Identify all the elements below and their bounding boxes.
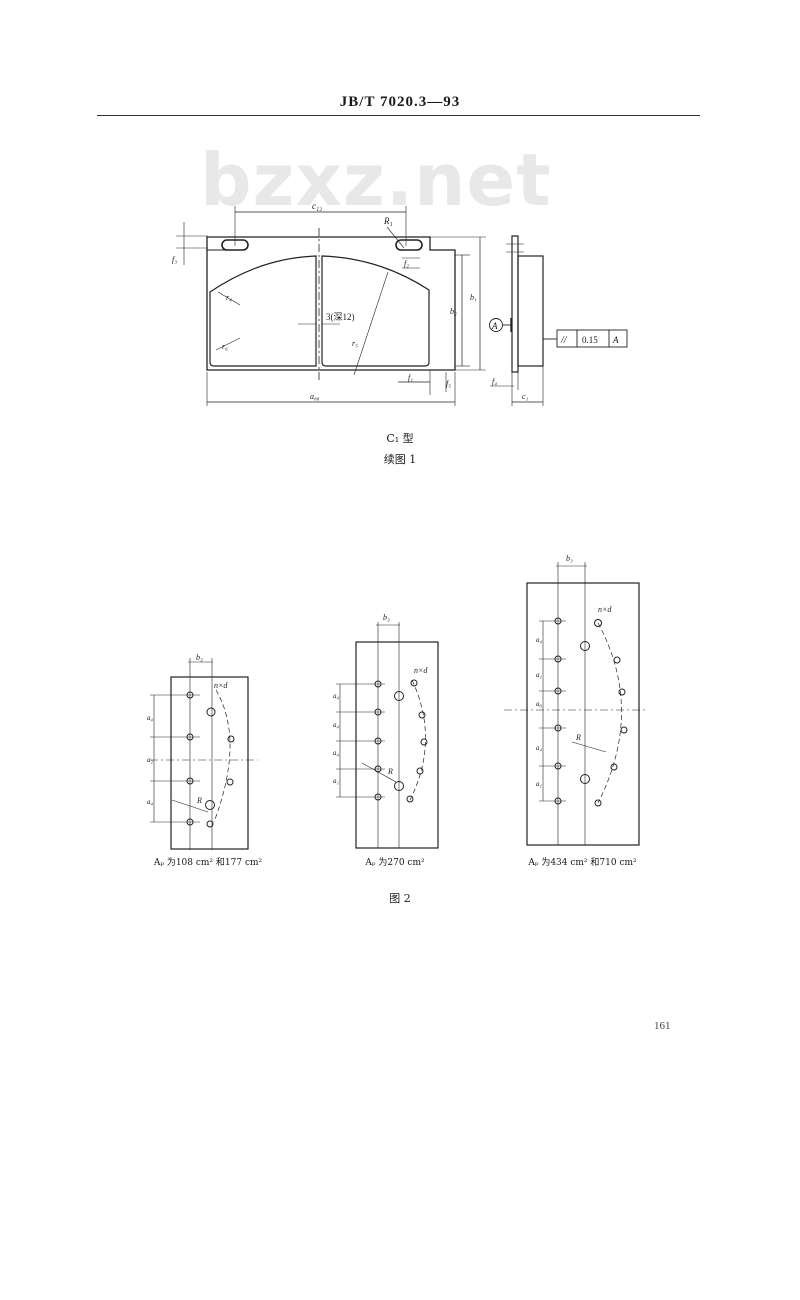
fig2-panel2-caption: Aₚ 为270 cm² xyxy=(365,858,425,868)
side-view-plate xyxy=(511,235,519,373)
p3-a3: a₀ xyxy=(536,700,543,708)
standard-header: JB/T 7020.3—93 xyxy=(339,94,461,110)
label-groove: 3(深12) xyxy=(326,312,355,322)
label-r4: r₄ xyxy=(226,293,232,302)
label-f4: f₄ xyxy=(492,377,497,386)
datum-symbol xyxy=(489,318,503,332)
watermark: bzxz.net xyxy=(200,138,552,222)
p1-holes: n×d xyxy=(214,681,228,690)
figure1-caption: 续图 1 xyxy=(383,453,417,466)
fig2-panel2 xyxy=(336,622,439,849)
figure1-drawing xyxy=(176,206,628,406)
header-rule xyxy=(97,115,700,116)
left-pad xyxy=(209,255,317,367)
side-view-pad xyxy=(517,255,544,367)
label-r5: r₅ xyxy=(352,339,358,348)
label-f2: f₂ xyxy=(404,259,409,268)
panel2-plate xyxy=(355,641,439,849)
p3-a1: a₄ xyxy=(536,636,543,644)
fig2-panel3-labels: b₃ n×d R a₄ a₁ a₀ a₄ a₁ xyxy=(536,554,612,788)
p3-r: R xyxy=(575,733,581,742)
p2-a3: a₄ xyxy=(333,749,340,757)
fig2-panel1 xyxy=(150,658,258,850)
label-datum: A xyxy=(491,321,498,331)
tol-value: 0.15 xyxy=(582,335,598,345)
panel1-holes xyxy=(186,691,235,828)
p3-holes: n×d xyxy=(598,605,612,614)
panel3-plate xyxy=(526,582,640,846)
figure2-caption: 图 2 xyxy=(389,892,411,905)
tolerance-frame xyxy=(556,329,628,348)
label-f5: f₅ xyxy=(446,379,451,388)
p2-a2: a₄ xyxy=(333,721,340,729)
tol-datum: A xyxy=(612,335,619,345)
p3-a2: a₁ xyxy=(536,671,542,679)
fig2-panel3-caption: Aₚ 为434 cm² 和710 cm² xyxy=(528,858,637,868)
label-f1: f₁ xyxy=(408,373,413,382)
label-a88: a₈₈ xyxy=(310,392,320,401)
fig2-panel1-labels: b₃ n×d R a₄ a₂ a₄ xyxy=(147,653,228,806)
p1-a-mid: a₂ xyxy=(147,756,154,764)
p3-b: b₃ xyxy=(566,554,573,563)
page-number: 161 xyxy=(654,1020,671,1032)
tol-symbol: // xyxy=(560,335,568,346)
p2-a4: a₁ xyxy=(333,777,339,785)
p3-a5: a₁ xyxy=(536,780,542,788)
p2-r: R xyxy=(387,767,393,776)
p2-holes: n×d xyxy=(414,666,428,675)
p1-b: b₃ xyxy=(196,653,203,662)
label-c12: c₁₂ xyxy=(312,201,322,211)
figure1-type-caption: C₁ 型 xyxy=(386,432,414,445)
p1-a-top: a₄ xyxy=(147,714,154,722)
p2-b: b₃ xyxy=(383,613,390,622)
panel2-holes xyxy=(374,679,428,803)
p1-r: R xyxy=(196,796,202,805)
label-f3: f₃ xyxy=(172,255,177,264)
label-r6: r₆ xyxy=(222,342,228,351)
fig2-panel3 xyxy=(504,562,648,846)
right-slot xyxy=(395,239,423,251)
figure1-labels: c₁₂ R₁ f₂ f₃ r₄ r₆ r₅ 3(深12) b₂ b₁ f₁ f₅… xyxy=(172,201,619,401)
panel3-holes xyxy=(554,617,628,807)
p3-a4: a₄ xyxy=(536,744,543,752)
fig2-panel2-labels: b₃ n×d R a₄ a₄ a₄ a₁ xyxy=(333,613,428,785)
p1-a-bot: a₄ xyxy=(147,798,154,806)
fig2-panel1-caption: Aₚ 为108 cm² 和177 cm² xyxy=(153,858,263,868)
p2-a1: a₄ xyxy=(333,692,340,700)
label-c1: c₁ xyxy=(522,392,529,401)
right-pad xyxy=(321,255,430,367)
label-b2: b₂ xyxy=(450,307,457,316)
panel1-plate xyxy=(170,676,249,850)
label-b1: b₁ xyxy=(470,293,477,302)
label-r1: R₁ xyxy=(383,216,393,226)
